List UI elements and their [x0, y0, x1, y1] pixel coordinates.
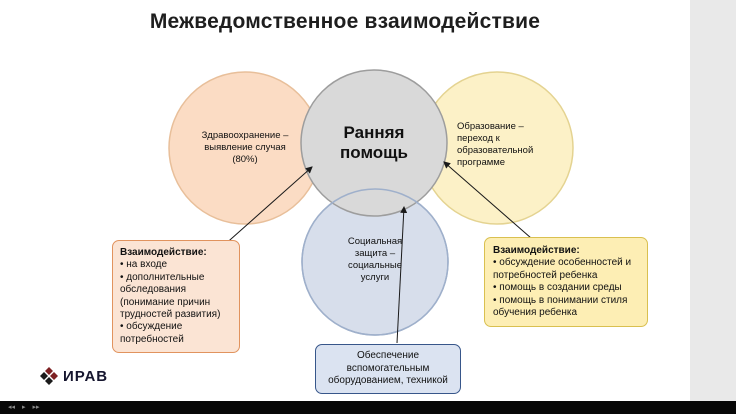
callout-right-item: • помощь в понимании стиля обучения ребе…	[493, 294, 628, 318]
irav-logo-icon	[40, 367, 58, 385]
callout-right-item: • помощь в создании среды	[493, 282, 622, 294]
player-rewind-button[interactable]: ◂◂	[8, 404, 16, 411]
social-circle-label: Социальная защита – социальные услуги	[347, 236, 403, 283]
irav-logo: ИРАВ	[40, 367, 108, 385]
callout-left-item: • на входе	[120, 259, 168, 271]
player-forward-button[interactable]: ▸▸	[32, 404, 40, 411]
interaction-callout-left: Взаимодействие: • на входе • дополнитель…	[112, 240, 240, 354]
irav-logo-text: ИРАВ	[63, 367, 109, 385]
player-play-button[interactable]: ▸	[22, 404, 26, 411]
early-help-circle-label: Ранняя помощь	[340, 123, 408, 163]
slide: Межведомственное взаимодействие Здравоох…	[40, 10, 648, 394]
early-help-circle	[300, 69, 448, 217]
arrow-left-callout-to-health	[221, 166, 313, 248]
callout-left-heading: Взаимодействие:	[120, 247, 207, 258]
player-bar: ◂◂ ▸ ▸▸	[0, 401, 736, 414]
education-circle-label: Образование – переход к образовательной …	[457, 121, 534, 168]
arrow-right-callout-to-education	[443, 161, 532, 239]
callout-right-item: • обсуждение особенностей и потребностей…	[493, 257, 632, 281]
slide-title: Межведомственное взаимодействие	[149, 10, 541, 33]
health-circle-label: Здравоохранение – выявление случая (80%)	[201, 130, 289, 165]
social-circle-outline	[301, 188, 449, 336]
callout-left-item: • дополнительные обследования (понимание…	[120, 271, 221, 320]
interaction-callout-right: Взаимодействие: • обсуждение особенносте…	[484, 237, 648, 328]
equipment-box: Обеспечение вспомогательным оборудование…	[315, 344, 461, 394]
callout-right-heading: Взаимодействие:	[493, 245, 580, 256]
callout-left-item: • обсуждение потребностей	[120, 321, 184, 345]
arrow-equipment-to-social	[396, 205, 408, 344]
